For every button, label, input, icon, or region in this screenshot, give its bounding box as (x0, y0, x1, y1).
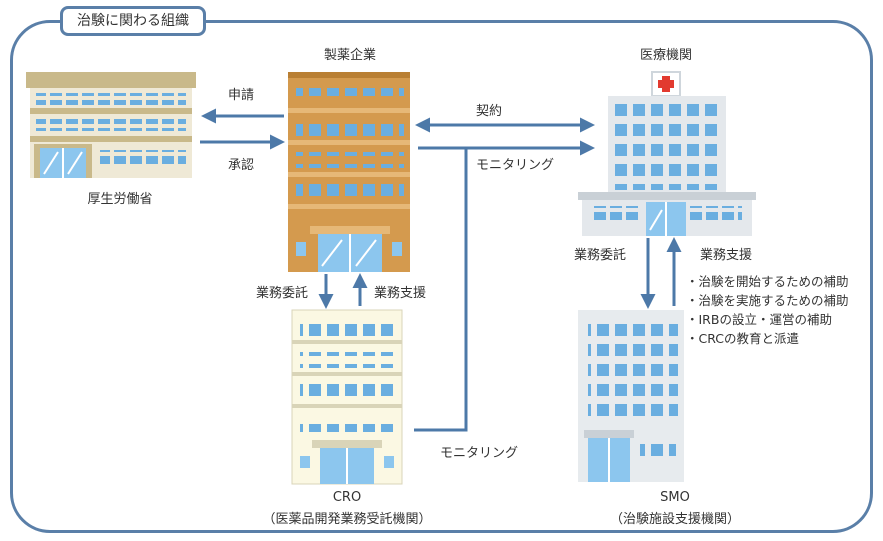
smo-support-item: ・IRBの設立・運営の補助 (686, 312, 832, 327)
smo-sublabel: （治験施設支援機関） (609, 512, 740, 527)
cro-to-pharma-label: 業務支援 (374, 286, 427, 301)
mhlw-building-icon (26, 72, 196, 178)
cro-label: CRO (332, 490, 362, 505)
frame-title: 治験に関わる組織 (60, 6, 206, 36)
smo-to-hosp-label: 業務支援 (700, 248, 753, 263)
mhlw-label: 厚生労働省 (87, 192, 153, 207)
hospital-building-icon (578, 71, 756, 236)
monitoring-cro-line (414, 148, 468, 432)
smo-support-list: ・治験を開始するための補助 ・治験を実施するための補助 ・IRBの設立・運営の補… (686, 272, 849, 348)
cro-sublabel: （医薬品開発業務受託機関） (262, 512, 432, 527)
smo-support-item: ・治験を実施するための補助 (686, 293, 849, 308)
smo-building-icon (578, 310, 684, 482)
smo-support-item: ・CRCの教育と派遣 (686, 331, 800, 346)
smo-support-item: ・治験を開始するための補助 (686, 274, 849, 289)
monitoring-cro-label: モニタリング (440, 446, 519, 461)
pharma-to-cro-label: 業務委託 (256, 286, 309, 301)
pharma-building-icon (288, 72, 410, 272)
smo-label: SMO (660, 490, 690, 505)
hosp-to-smo-label: 業務委託 (574, 248, 627, 263)
pharma-label: 製薬企業 (323, 48, 376, 63)
approve-label: 承認 (228, 158, 255, 173)
apply-label: 申請 (228, 88, 255, 103)
contract-label: 契約 (476, 104, 503, 119)
hospital-label: 医療機関 (639, 48, 692, 63)
monitoring-pharma-label: モニタリング (476, 158, 555, 173)
cro-building-icon (291, 309, 403, 485)
